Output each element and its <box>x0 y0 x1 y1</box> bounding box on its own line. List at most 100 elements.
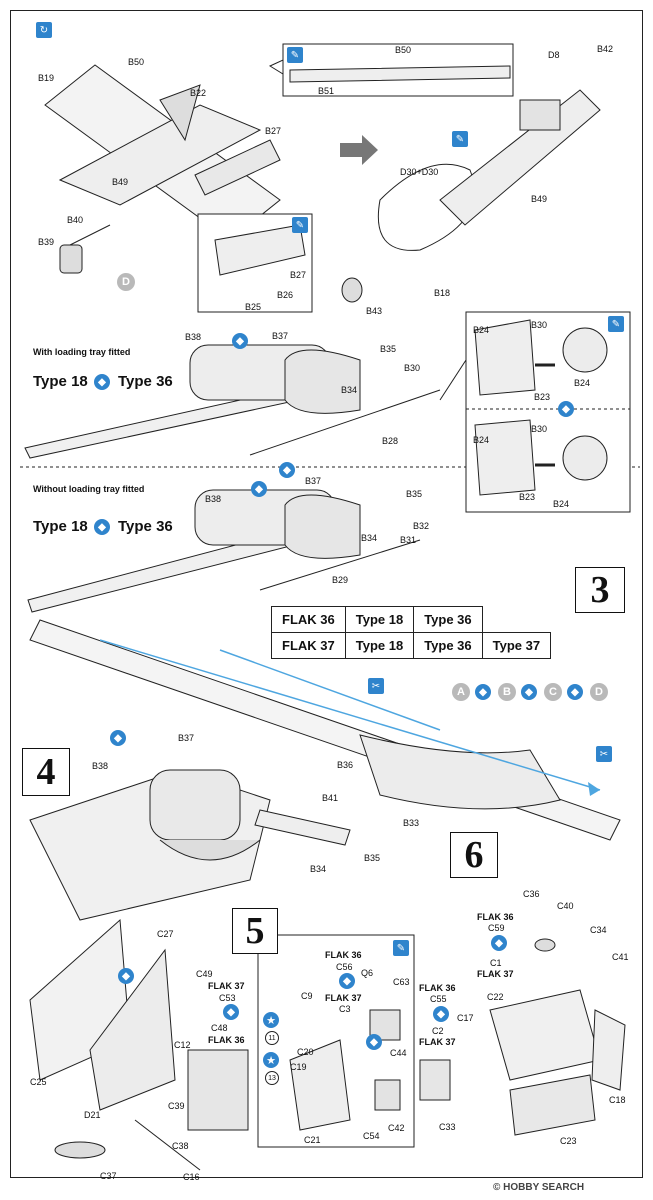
part-label: B41 <box>322 793 339 803</box>
clip-icon: ✂ <box>596 746 612 762</box>
part-label: C17 <box>457 1013 474 1023</box>
part-label: B30 <box>404 363 421 373</box>
part-label: C36 <box>523 889 540 899</box>
option-icon: ◆ <box>94 374 110 390</box>
option-icon: ◆ <box>232 333 248 349</box>
option-icon: ◆ <box>567 684 583 700</box>
part-label: C25 <box>30 1077 47 1087</box>
part-label: B34 <box>341 385 358 395</box>
part-label: C56 <box>336 962 353 972</box>
part-label: C23 <box>560 1136 577 1146</box>
part-label: B42 <box>597 44 614 54</box>
variant-label: FLAK 36 <box>208 1035 245 1045</box>
part-label: B37 <box>305 476 322 486</box>
option-icon: ◆ <box>339 973 355 989</box>
watermark: © HOBBY SEARCH <box>493 1182 585 1193</box>
option-icon: ◆ <box>94 519 110 535</box>
part-label: Q6 <box>361 968 374 978</box>
part-label: B37 <box>272 331 289 341</box>
version-badge: A <box>452 683 470 701</box>
option-icon: ◆ <box>251 481 267 497</box>
part-label: B38 <box>205 494 222 504</box>
part-label: C37 <box>100 1171 117 1181</box>
star-icon: ★ <box>263 1012 279 1028</box>
part-label: B36 <box>337 760 354 770</box>
part-label: B34 <box>361 533 378 543</box>
part-label: B33 <box>403 818 420 828</box>
part-label: B24 <box>473 325 490 335</box>
part-label: C49 <box>196 969 213 979</box>
part-label: B35 <box>406 489 423 499</box>
glue-icon: ✎ <box>608 316 624 332</box>
part-label: C22 <box>487 992 504 1002</box>
part-label: C63 <box>393 977 410 987</box>
ring-number: 11 <box>265 1031 279 1045</box>
star-icon: ★ <box>263 1052 279 1068</box>
variant-label: FLAK 36 <box>325 950 362 960</box>
type-label: Type 18 <box>33 373 88 390</box>
option-icon: ◆ <box>521 684 537 700</box>
variant-label: FLAK 37 <box>208 981 245 991</box>
part-label: B26 <box>277 290 294 300</box>
variant-label: FLAK 37 <box>477 969 514 979</box>
part-label: C39 <box>168 1101 185 1111</box>
part-label: B35 <box>364 853 381 863</box>
part-label: B37 <box>178 733 195 743</box>
part-label: C34 <box>590 925 607 935</box>
option-icon: ◆ <box>558 401 574 417</box>
part-label: C55 <box>430 994 447 1004</box>
part-label: C18 <box>609 1095 626 1105</box>
ring-number: 13 <box>265 1071 279 1085</box>
part-label: C16 <box>183 1172 200 1182</box>
variant-cell: Type 36 <box>413 606 483 633</box>
variant-row: FLAK 36 Type 18 Type 36 <box>271 606 551 633</box>
part-label: B51 <box>318 86 335 96</box>
part-label: B49 <box>112 177 129 187</box>
version-badge-d: D <box>117 273 135 291</box>
glue-icon: ✎ <box>292 217 308 233</box>
option-icon: ◆ <box>433 1006 449 1022</box>
part-label: C9 <box>301 991 313 1001</box>
variant-cell: FLAK 37 <box>271 632 346 659</box>
part-label: C21 <box>304 1135 321 1145</box>
option-icon: ◆ <box>475 684 491 700</box>
variant-cell: Type 36 <box>413 632 483 659</box>
step-number-4: 4 <box>22 748 70 796</box>
type-label: Type 36 <box>118 373 173 390</box>
part-label: B38 <box>92 761 109 771</box>
part-label: B30 <box>531 320 548 330</box>
part-label: D8 <box>548 50 560 60</box>
variant-label: FLAK 36 <box>477 912 514 922</box>
variant-label: FLAK 37 <box>325 993 362 1003</box>
option-icon: ◆ <box>110 730 126 746</box>
option-icon: ◆ <box>223 1004 239 1020</box>
part-label: B27 <box>265 126 282 136</box>
part-label: C1 <box>490 958 502 968</box>
page-frame <box>10 10 643 1178</box>
part-label: C59 <box>488 923 505 933</box>
part-label: B50 <box>128 57 145 67</box>
part-label: B23 <box>534 392 551 402</box>
part-label: B49 <box>531 194 548 204</box>
variant-cell: Type 18 <box>344 606 415 633</box>
variant-cell <box>482 607 550 633</box>
part-label: C42 <box>388 1123 405 1133</box>
part-label: D21 <box>84 1110 101 1120</box>
part-label: B30 <box>531 424 548 434</box>
part-label: B22 <box>190 88 207 98</box>
part-label: B19 <box>38 73 55 83</box>
part-label: B18 <box>434 288 451 298</box>
version-badge: D <box>590 683 608 701</box>
glue-icon: ✎ <box>287 47 303 63</box>
glue-icon: ✎ <box>393 940 409 956</box>
variant-label: FLAK 36 <box>419 983 456 993</box>
step-indicator-icon: ↻ <box>36 22 52 38</box>
step-number-5: 5 <box>232 908 278 954</box>
option-icon: ◆ <box>366 1034 382 1050</box>
option-icon: ◆ <box>118 968 134 984</box>
part-label: C20 <box>297 1047 314 1057</box>
variant-table: FLAK 36 Type 18 Type 36 FLAK 37 Type 18 … <box>271 606 552 659</box>
variant-cell: FLAK 36 <box>271 606 346 633</box>
with-tray-caption: With loading tray fitted <box>33 347 131 357</box>
part-label: B31 <box>400 535 417 545</box>
